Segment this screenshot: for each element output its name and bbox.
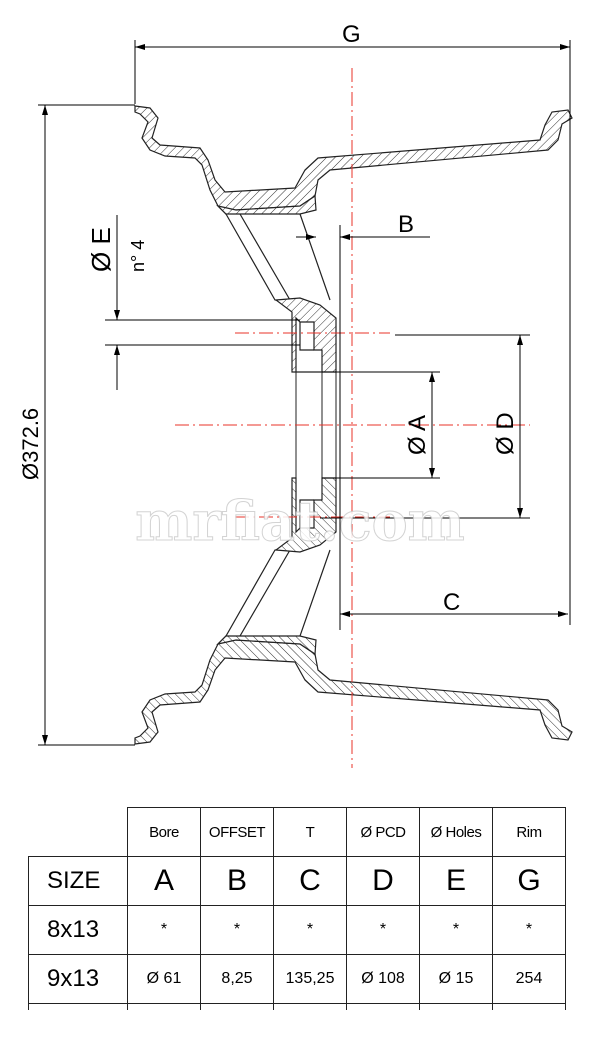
letter-cell: C bbox=[273, 856, 347, 906]
size-cell: 8x13 bbox=[28, 905, 128, 955]
size-cell: 9x13 bbox=[28, 954, 128, 1004]
letter-cell: E bbox=[419, 856, 493, 906]
table-row: 8x13 * * * * * * bbox=[28, 905, 566, 955]
value-cell: Ø 15 bbox=[419, 954, 493, 1004]
value-cell: Ø 61 bbox=[127, 954, 201, 1004]
header-offset: OFFSET bbox=[200, 807, 274, 857]
dim-g-label: G bbox=[342, 21, 361, 48]
header-rim: Rim bbox=[492, 807, 566, 857]
header-pcd: Ø PCD bbox=[346, 807, 420, 857]
watermark: mrfiat.com bbox=[135, 489, 465, 553]
overall-diameter-label: Ø372.6 bbox=[18, 408, 43, 480]
header-holes: Ø Holes bbox=[419, 807, 493, 857]
value-cell: * bbox=[419, 905, 493, 955]
size-label: SIZE bbox=[28, 856, 128, 906]
value-cell: * bbox=[492, 905, 566, 955]
value-cell: Ø 108 bbox=[346, 954, 420, 1004]
value-cell: * bbox=[346, 905, 420, 955]
wheel-profile-upper bbox=[134, 105, 573, 373]
value-cell: 135,25 bbox=[273, 954, 347, 1004]
wheel-profile-lower bbox=[134, 477, 573, 745]
table-letters-row: SIZE A B C D E G bbox=[28, 856, 566, 906]
dim-e-label: Ø E bbox=[86, 227, 116, 272]
table-row: 9x13 Ø 61 8,25 135,25 Ø 108 Ø 15 254 bbox=[28, 954, 566, 1004]
table-row-partial bbox=[28, 1003, 566, 1010]
header-bore: Bore bbox=[127, 807, 201, 857]
value-cell: 254 bbox=[492, 954, 566, 1004]
table-header-row: Bore OFFSET T Ø PCD Ø Holes Rim bbox=[29, 807, 566, 857]
letter-cell: B bbox=[200, 856, 274, 906]
dim-c-label: C bbox=[443, 589, 460, 616]
dimension-lines bbox=[38, 40, 571, 746]
letter-cell: D bbox=[346, 856, 420, 906]
centerlines bbox=[175, 68, 530, 768]
value-cell: * bbox=[200, 905, 274, 955]
dim-a-label: Ø A bbox=[404, 415, 431, 455]
value-cell: * bbox=[273, 905, 347, 955]
header-t: T bbox=[273, 807, 347, 857]
letter-cell: G bbox=[492, 856, 566, 906]
letter-cell: A bbox=[127, 856, 201, 906]
value-cell: * bbox=[127, 905, 201, 955]
value-cell: 8,25 bbox=[200, 954, 274, 1004]
dim-b-label: B bbox=[398, 211, 414, 238]
wheel-size-table: Bore OFFSET T Ø PCD Ø Holes Rim SIZE A B… bbox=[28, 807, 566, 1010]
wheel-cross-section-drawing: G B C Ø A Ø D Ø E n° 4 Ø372.6 mrfiat.com bbox=[18, 21, 573, 768]
dim-d-label: Ø D bbox=[492, 412, 519, 455]
holes-count-label: n° 4 bbox=[128, 240, 148, 272]
